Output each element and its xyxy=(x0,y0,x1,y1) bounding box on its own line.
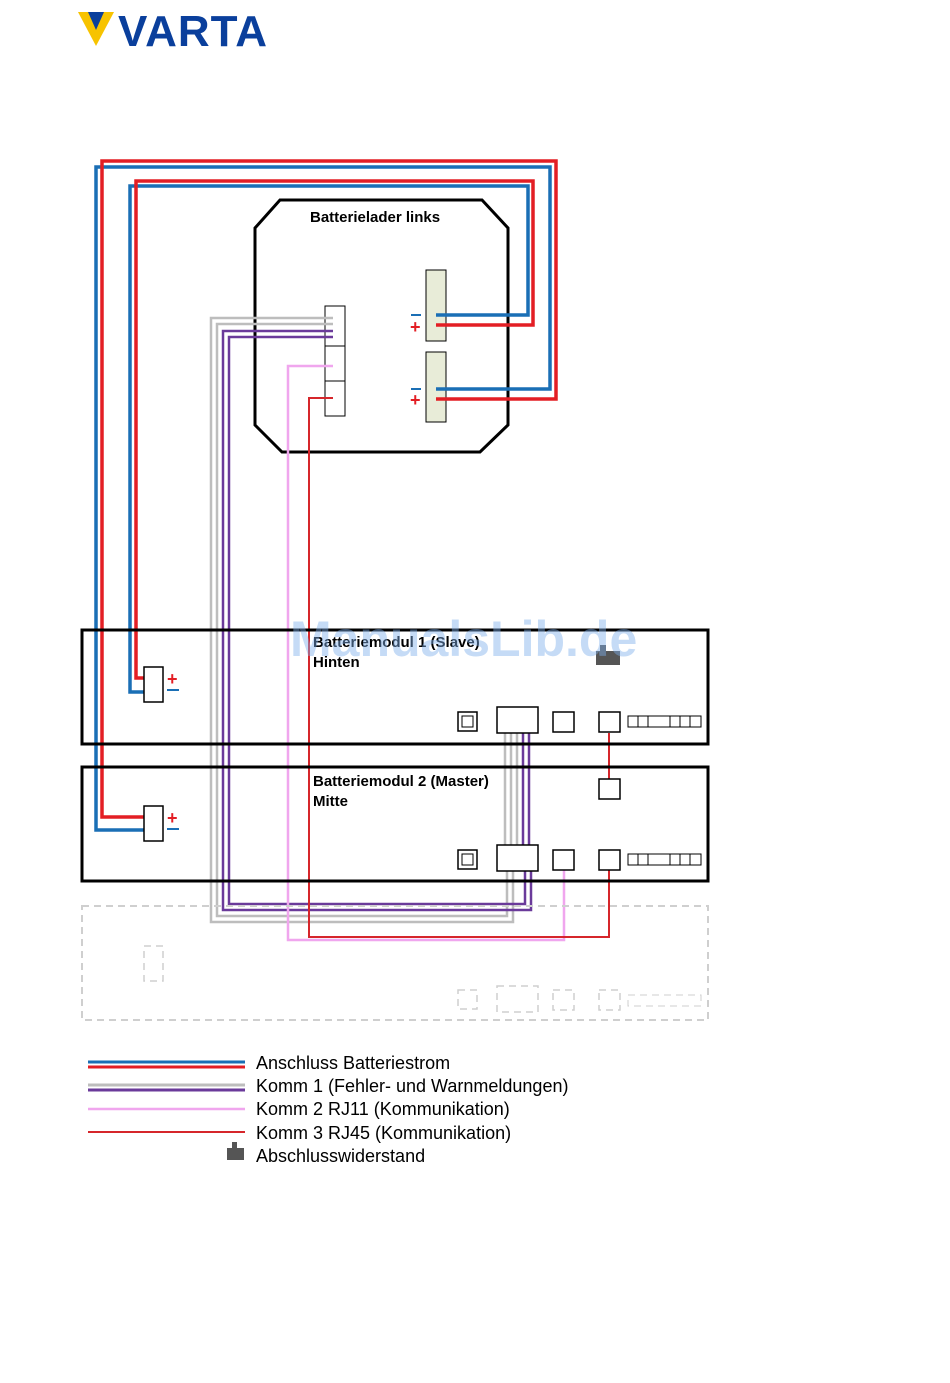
charger-dc-terminal-lower xyxy=(426,352,446,422)
charger-title: Batterielader links xyxy=(310,209,440,226)
module1-dc-terminal xyxy=(144,667,163,702)
legend-label-comm1: Komm 1 (Fehler- und Warnmeldungen) xyxy=(256,1076,568,1096)
module3-rj45-port xyxy=(599,990,620,1010)
charger-dc-terminal-upper xyxy=(426,270,446,341)
battery-module-2: + Batteriemodul 2 (Master) Mitte xyxy=(82,767,708,881)
legend-item-comm2: Komm 2 RJ11 (Kommunikation) xyxy=(88,1099,510,1119)
module2-rj45-in-port xyxy=(599,779,620,799)
legend-item-terminator: Abschlusswiderstand xyxy=(227,1142,425,1166)
charger-plus-sign-lower: + xyxy=(410,390,421,410)
legend-item-power: Anschluss Batteriestrom xyxy=(88,1053,450,1073)
varta-logo: VARTA xyxy=(78,7,268,56)
module1-plus-sign: + xyxy=(167,669,178,689)
module2-rj45-port xyxy=(599,850,620,870)
logo-text: VARTA xyxy=(118,7,268,56)
charger-comm-port-1 xyxy=(325,306,345,346)
charger-plus-sign-upper: + xyxy=(410,317,421,337)
terminator-legend-icon xyxy=(227,1142,244,1160)
legend-item-comm1: Komm 1 (Fehler- und Warnmeldungen) xyxy=(88,1076,568,1096)
module1-switch-inner xyxy=(462,716,473,727)
module2-comm1-port xyxy=(497,845,538,871)
module2-plus-sign: + xyxy=(167,808,178,828)
module3-comm1-port xyxy=(497,986,538,1012)
module1-rj45-port xyxy=(599,712,620,732)
legend-label-comm2: Komm 2 RJ11 (Kommunikation) xyxy=(256,1099,510,1119)
module2-led-strip xyxy=(628,854,701,865)
module1-comm1-port xyxy=(497,707,538,733)
module1-rj11-port xyxy=(553,712,574,732)
legend-label-power: Anschluss Batteriestrom xyxy=(256,1053,450,1073)
charger-comm-port-2 xyxy=(325,346,345,381)
legend: Anschluss Batteriestrom Komm 1 (Fehler- … xyxy=(88,1053,568,1166)
legend-item-comm3: Komm 3 RJ45 (Kommunikation) xyxy=(88,1123,511,1143)
module2-switch-inner xyxy=(462,854,473,865)
module3-rj11-port xyxy=(553,990,574,1010)
module2-dc-terminal xyxy=(144,806,163,841)
module2-rj11-port xyxy=(553,850,574,870)
module2-title: Batteriemodul 2 (Master) xyxy=(313,773,489,790)
module3-dc-terminal xyxy=(144,946,163,981)
module2-subtitle: Mitte xyxy=(313,793,348,810)
watermark: ManualsLib.de xyxy=(290,611,637,667)
legend-label-comm3: Komm 3 RJ45 (Kommunikation) xyxy=(256,1123,511,1143)
module3-led-strip xyxy=(628,995,701,1006)
legend-label-terminator: Abschlusswiderstand xyxy=(256,1146,425,1166)
module1-led-strip xyxy=(628,716,701,727)
module3-switch xyxy=(458,990,477,1009)
